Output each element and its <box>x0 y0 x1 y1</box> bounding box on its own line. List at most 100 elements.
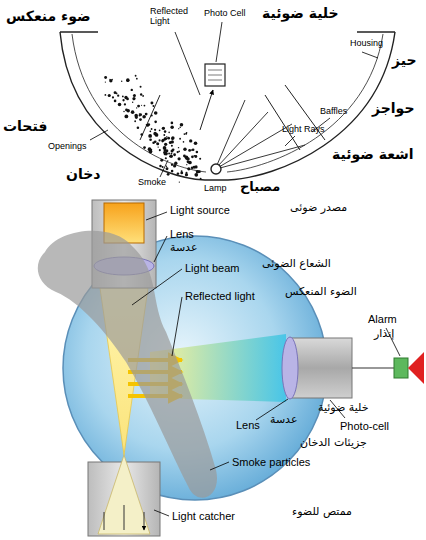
smoke-dot <box>166 166 167 167</box>
smoke-dot <box>139 118 142 121</box>
smoke-dot <box>133 94 136 97</box>
smoke-dot <box>117 95 119 97</box>
smoke-dot <box>159 139 161 141</box>
part-label: Smoke particles <box>232 456 310 469</box>
arabic-label: جزيئات الدخان <box>300 437 367 450</box>
part-label: Reflected Light <box>150 6 196 27</box>
smoke-dot <box>178 147 179 148</box>
smoke-dot <box>186 172 188 174</box>
smoke-dot <box>171 164 173 166</box>
smoke-dot <box>195 165 198 168</box>
smoke-dot <box>155 134 157 136</box>
smoke-dot <box>161 140 163 142</box>
smoke-dot <box>179 181 180 182</box>
leader-line <box>132 269 182 305</box>
smoke-dot <box>121 81 122 82</box>
smoke-dot <box>180 123 184 127</box>
part-label: Photo-cell <box>340 420 389 433</box>
smoke-dot <box>159 129 161 131</box>
smoke-dot <box>152 105 154 107</box>
alarm-box <box>394 358 408 378</box>
smoke-dot <box>143 146 146 149</box>
smoke-dot <box>140 93 142 95</box>
light-ray <box>218 112 268 166</box>
smoke-dot <box>154 121 157 124</box>
smoke-dot <box>183 141 185 143</box>
smoke-dot <box>194 155 197 158</box>
smoke-dot <box>135 116 138 119</box>
leader-line <box>285 136 295 146</box>
smoke-dot <box>123 111 124 112</box>
leader-line <box>146 212 167 220</box>
smoke-dot <box>112 96 114 98</box>
photo-cell-lens <box>282 337 298 399</box>
smoke-dot <box>186 157 189 160</box>
leader-line <box>210 462 229 470</box>
smoke-dot <box>164 149 167 152</box>
smoke-dot <box>191 155 194 158</box>
part-label: Housing <box>350 38 383 48</box>
bottom-detector <box>38 200 424 536</box>
smoke-dot <box>171 122 174 125</box>
smoke-dot <box>139 113 140 114</box>
smoke-dot <box>168 153 170 155</box>
arabic-label: مصباح <box>240 180 280 195</box>
light-ray <box>217 100 245 165</box>
leader-line <box>90 130 108 140</box>
housing-rim <box>60 31 98 32</box>
smoke-dot <box>166 167 169 170</box>
smoke-dot <box>145 113 148 116</box>
smoke-dot <box>156 142 159 145</box>
smoke-dots <box>104 75 201 183</box>
smoke-dot <box>150 130 152 132</box>
smoke-dot <box>169 156 170 157</box>
smoke-dot <box>178 128 179 129</box>
smoke-dot <box>154 111 158 115</box>
smoke-dot <box>109 79 112 82</box>
smoke-dot <box>108 94 111 97</box>
smoke-dot <box>114 91 117 94</box>
smoke-dot <box>126 78 130 82</box>
smoke-dot <box>142 95 144 97</box>
arabic-label: اشعة ضوئية <box>332 146 414 162</box>
part-label: Smoke <box>138 177 166 187</box>
smoke-dot <box>104 94 106 96</box>
smoke-dot <box>141 105 142 106</box>
smoke-dot <box>114 100 117 103</box>
smoke-dot <box>135 75 137 77</box>
smoke-dot <box>164 127 165 128</box>
smoke-dot <box>188 149 191 152</box>
smoke-dot <box>174 162 177 165</box>
part-label: Baffles <box>320 106 347 116</box>
smoke-dot <box>186 132 188 134</box>
smoke-dot <box>187 161 190 164</box>
arabic-label: مصدر ضوئى <box>290 202 347 215</box>
smoke-dot <box>140 133 143 136</box>
smoke-dot <box>164 137 167 140</box>
arabic-label: الشعاع الضوئى <box>262 258 331 271</box>
smoke-dot <box>177 173 179 175</box>
smoke-dot <box>167 173 170 176</box>
smoke-dot <box>154 140 157 143</box>
smoke-dot <box>185 133 187 135</box>
smoke-dot <box>184 133 186 135</box>
smoke-dot <box>181 170 183 172</box>
smoke-dot <box>164 152 168 156</box>
alarm-wire <box>352 367 394 368</box>
smoke-dot <box>139 113 141 115</box>
smoke-dot <box>160 159 163 162</box>
reflected-light-ray <box>200 90 213 130</box>
smoke-dot <box>124 96 127 99</box>
catcher-arrows <box>104 505 144 530</box>
smoke-dot <box>137 105 140 108</box>
smoke-dot <box>132 97 135 100</box>
smoke-dot <box>194 173 198 177</box>
smoke-dot <box>194 155 196 157</box>
smoke-dot <box>126 79 129 82</box>
smoke-dot <box>164 130 167 133</box>
smoke-dot <box>187 167 190 170</box>
lamp <box>211 164 221 174</box>
leader-line <box>154 236 167 262</box>
arabic-label: خلية ضوئية <box>318 402 368 415</box>
